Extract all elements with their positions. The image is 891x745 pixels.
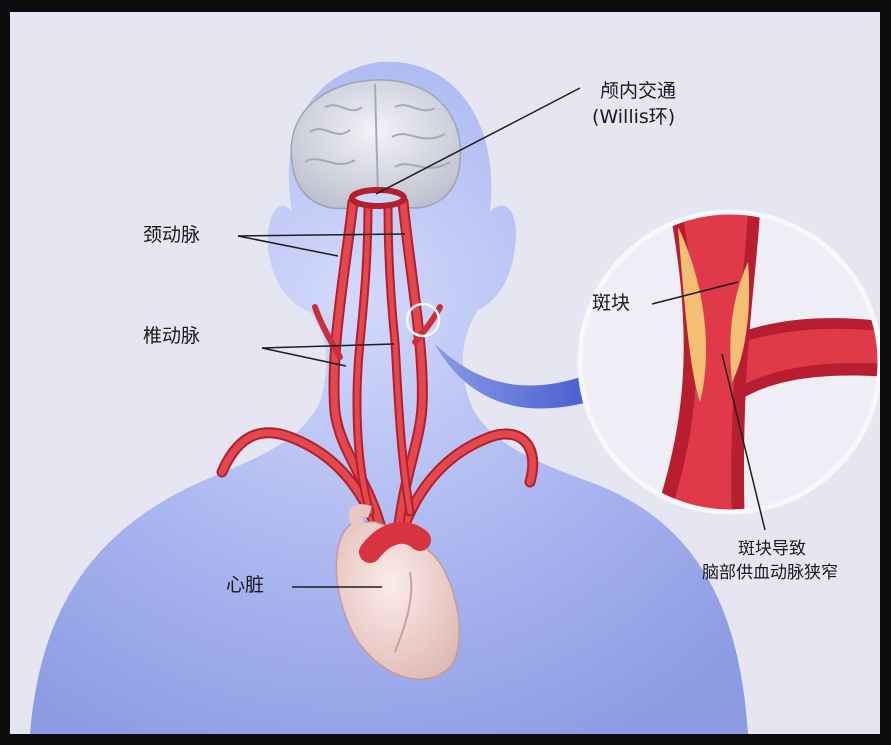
- carotid-label: 颈动脉: [143, 224, 201, 246]
- plaque-label: 斑块: [592, 292, 631, 314]
- vertebral-label: 椎动脉: [143, 325, 201, 347]
- magnified-view: [577, 209, 880, 515]
- arteries: [216, 187, 539, 538]
- brain: [290, 79, 462, 210]
- heart: [335, 504, 461, 680]
- willis-label-line1: 颅内交通: [600, 80, 677, 102]
- stenosis-label-line2: 脑部供血动脉狭窄: [702, 563, 838, 583]
- leader-lines: [237, 87, 766, 588]
- inspection-marker: [405, 302, 441, 338]
- artery-illustration: [30, 61, 880, 734]
- body-silhouette: [30, 61, 748, 734]
- diagram-frame: 颅内交通 (Willis环) 颈动脉 椎动脉 心脏 斑块 斑块导致 脑部供血动脉…: [10, 12, 880, 734]
- heart-label: 心脏: [226, 574, 265, 596]
- willis-label-line2: (Willis环): [592, 106, 676, 128]
- stenosis-label-line1: 斑块导致: [738, 539, 806, 559]
